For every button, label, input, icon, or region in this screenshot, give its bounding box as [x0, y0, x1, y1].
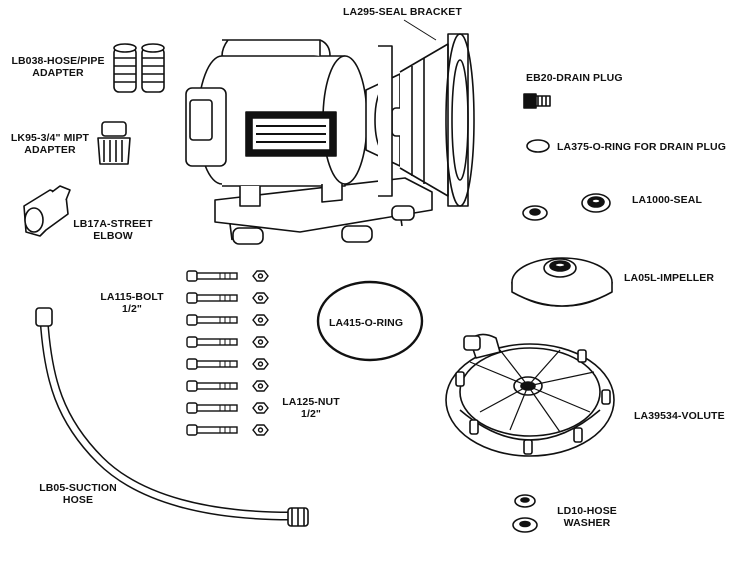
label-street-elbow-line2: ELBOW	[93, 230, 133, 242]
impeller-icon	[511, 257, 613, 307]
nuts-icon	[252, 270, 269, 436]
label-drain-plug: EB20-DRAIN PLUG	[526, 72, 623, 84]
nut-icon-3	[252, 314, 269, 326]
label-volute: LA39534-VOLUTE	[634, 410, 725, 422]
volute-icon	[445, 333, 615, 457]
label-mipt-adapter: LK95-3/4" MIPT ADAPTER	[6, 132, 94, 156]
label-bolt: LA115-BOLT 1/2"	[94, 291, 170, 315]
label-street-elbow: LB17A-STREET ELBOW	[70, 218, 156, 242]
nut-icon-8	[252, 424, 269, 436]
nut-icon-1	[252, 270, 269, 282]
drain-plug-icon	[523, 93, 551, 109]
label-oring: LA415-O-RING	[329, 317, 404, 329]
label-hose-washer-line2: WASHER	[563, 517, 611, 529]
label-suction-hose-line2: HOSE	[62, 494, 94, 506]
label-suction-hose: LB05-SUCTION HOSE	[30, 482, 126, 506]
label-hose-washer-line1: LD10-HOSE	[557, 505, 617, 517]
bolts-icon	[186, 270, 238, 436]
label-hose-pipe-adapter-line2: ADAPTER	[32, 67, 84, 79]
street-elbow-icon	[23, 185, 71, 237]
bolt-icon-6	[186, 380, 238, 392]
motor-assembly	[185, 19, 475, 245]
label-hose-pipe-adapter: LB038-HOSE/PIPE ADAPTER	[6, 55, 110, 79]
nut-icon-2	[252, 292, 269, 304]
label-street-elbow-line1: LB17A-STREET	[73, 218, 153, 230]
label-suction-hose-line1: LB05-SUCTION	[39, 482, 117, 494]
label-oring-drain-plug: LA375-O-RING FOR DRAIN PLUG	[557, 141, 726, 153]
suction-hose-icon	[35, 307, 309, 527]
label-bolt-line2: 1/2"	[122, 303, 142, 315]
seal-icon	[522, 193, 611, 221]
label-seal-bracket: LA295-SEAL BRACKET	[343, 6, 462, 18]
label-bolt-line1: LA115-BOLT	[100, 291, 164, 303]
mipt-adapter-icon	[97, 121, 131, 165]
bolt-icon-8	[186, 424, 238, 436]
label-nut-line1: LA125-NUT	[282, 396, 340, 408]
nut-icon-4	[252, 336, 269, 348]
hose-pipe-adapter-icon	[113, 43, 165, 93]
bolt-icon-1	[186, 270, 238, 282]
bolt-icon-5	[186, 358, 238, 370]
label-hose-pipe-adapter-line1: LB038-HOSE/PIPE	[11, 55, 105, 67]
label-seal: LA1000-SEAL	[632, 194, 702, 206]
label-hose-washer: LD10-HOSE WASHER	[552, 505, 622, 529]
label-impeller: LA05L-IMPELLER	[624, 272, 715, 284]
bolt-icon-3	[186, 314, 238, 326]
label-mipt-adapter-line2: ADAPTER	[24, 144, 76, 156]
label-mipt-adapter-line1: LK95-3/4" MIPT	[10, 132, 90, 144]
nut-icon-6	[252, 380, 269, 392]
drain-plug-oring-icon	[526, 139, 550, 153]
hose-washer-icon	[512, 494, 538, 533]
nut-icon-7	[252, 402, 269, 414]
label-nut: LA125-NUT 1/2"	[277, 396, 345, 420]
label-nut-line2: 1/2"	[301, 408, 321, 420]
bolt-icon-7	[186, 402, 238, 414]
bolt-icon-2	[186, 292, 238, 304]
nut-icon-5	[252, 358, 269, 370]
large-oring-icon	[316, 280, 424, 362]
bolt-icon-4	[186, 336, 238, 348]
